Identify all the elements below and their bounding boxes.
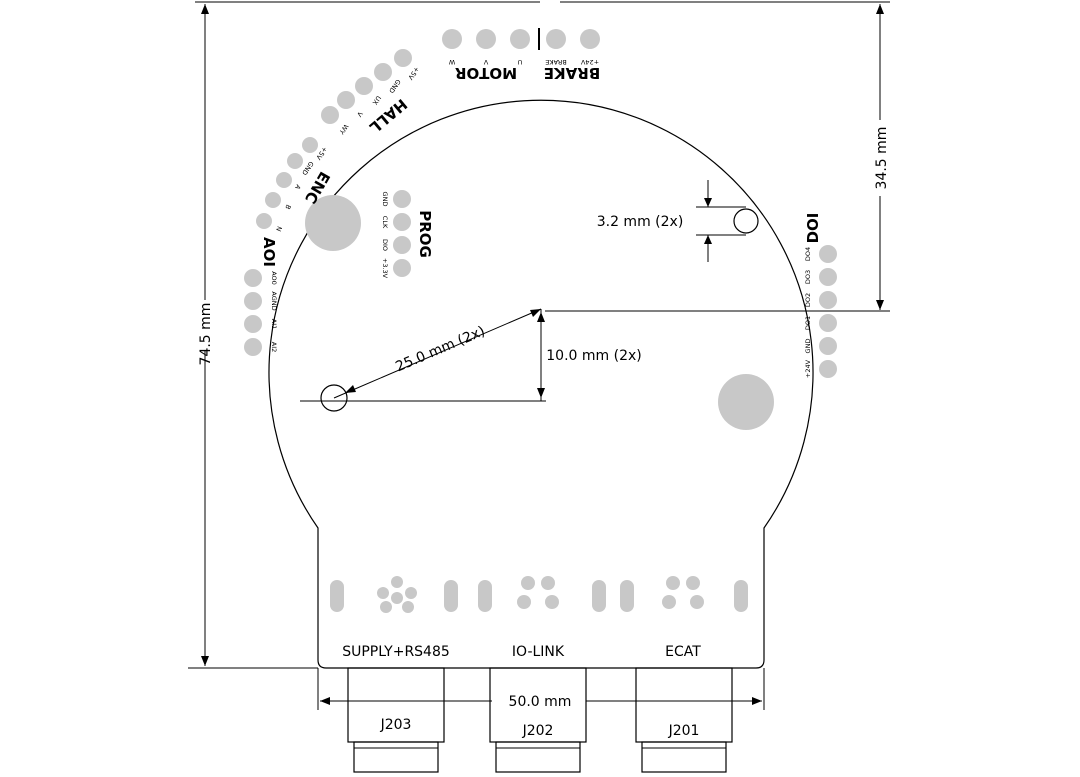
svg-text:A: A (293, 183, 302, 191)
doi-header: DO4 DO3 DO2 DO1 GND +24V DOI (804, 213, 837, 378)
prog-header: GND CLK DIO +3.3V PROG (381, 190, 434, 279)
j203-label: J203 (380, 717, 412, 733)
svg-text:B: B (283, 203, 292, 210)
svg-text:AI2: AI2 (270, 342, 278, 353)
svg-text:DO3: DO3 (804, 270, 812, 284)
svg-text:WY: WY (337, 123, 350, 136)
connector-j201: J201 (635, 667, 733, 773)
svg-text:AO0: AO0 (270, 271, 278, 285)
svg-text:DO1: DO1 (804, 316, 812, 330)
svg-text:DO2: DO2 (804, 293, 812, 307)
offset-dimension-label: 10.0 mm (2x) (546, 348, 641, 364)
supply-label: SUPPLY+RS485 (342, 644, 450, 660)
iolink-label: IO-LINK (512, 644, 565, 660)
svg-text:AI1: AI1 (270, 319, 278, 330)
svg-text:+3.3V: +3.3V (381, 258, 389, 279)
svg-text:UX: UX (370, 94, 382, 107)
svg-text:DIO: DIO (381, 239, 389, 251)
prog-label: PROG (416, 210, 434, 258)
height-dimension-label: 74.5 mm (198, 303, 214, 366)
mounting-hole-right: 3.2 mm (2x) (597, 180, 759, 262)
aoi-label: AOI (260, 237, 278, 267)
radius-dimension-label: 25.0 mm (2x) (393, 323, 487, 375)
ecat-label: ECAT (665, 644, 701, 660)
svg-text:U: U (517, 58, 522, 66)
mounting-pad-lower (718, 374, 774, 430)
height-dimension: 74.5 mm (188, 4, 318, 669)
svg-text:DO4: DO4 (804, 247, 812, 261)
doi-label: DOI (804, 213, 822, 244)
mounting-pad-upper (305, 195, 361, 251)
board-outline (268, 99, 814, 669)
svg-text:GND: GND (387, 78, 402, 95)
svg-text:AGND: AGND (270, 291, 278, 310)
center-dimension-label: 34.5 mm (874, 127, 890, 190)
svg-text:GND: GND (381, 192, 389, 207)
j202-label: J202 (522, 723, 554, 739)
hall-header: +5V GND UX V WY HALL (321, 49, 421, 137)
motor-label: MOTOR (454, 64, 517, 82)
svg-text:+24V: +24V (804, 359, 812, 378)
j201-label: J201 (668, 723, 700, 739)
svg-text:+24V: +24V (580, 58, 599, 66)
aoi-header: AO0 AGND AI1 AI2 AOI (244, 237, 278, 356)
width-dimension: 50.0 mm (317, 668, 765, 710)
svg-text:CLK: CLK (381, 216, 389, 229)
svg-text:+5V: +5V (406, 65, 421, 82)
center-dimension: 34.5 mm (545, 4, 890, 312)
motor-brake-header: W V U BRAKE +24V MOTOR BRAKE (442, 28, 600, 82)
connector-pads (330, 576, 748, 613)
hole-dimension-label: 3.2 mm (2x) (597, 214, 684, 230)
connector-j202: J202 (489, 667, 587, 773)
svg-text:N: N (274, 225, 283, 233)
svg-text:BRAKE: BRAKE (545, 58, 567, 66)
connector-j203: J203 (347, 667, 445, 773)
brake-label: BRAKE (544, 64, 600, 82)
svg-text:W: W (448, 58, 455, 66)
svg-text:V: V (355, 110, 364, 119)
radius-dimension: 25.0 mm (2x) 10.0 mm (2x) (300, 308, 642, 412)
svg-text:GND: GND (804, 339, 812, 354)
svg-text:V: V (483, 58, 488, 66)
width-dimension-label: 50.0 mm (509, 694, 572, 710)
